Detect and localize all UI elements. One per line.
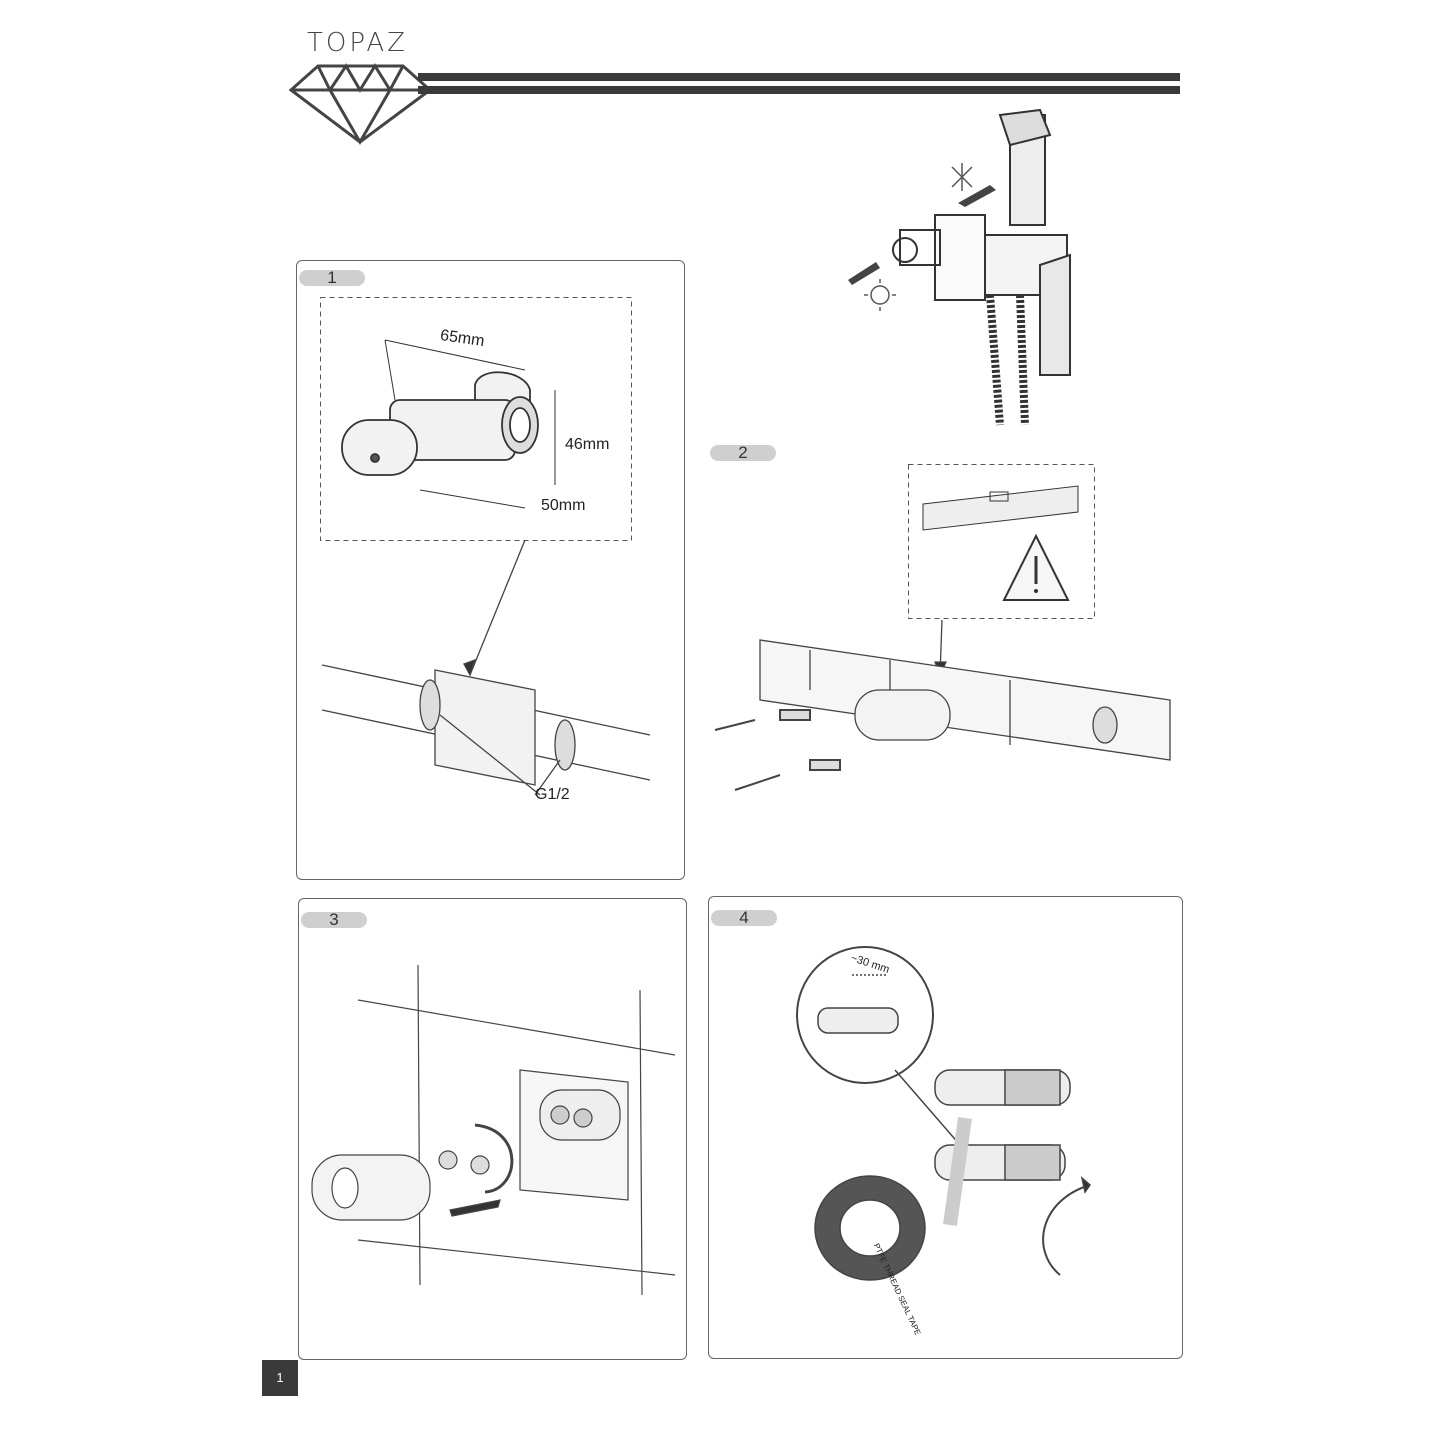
step-1-wall-pipes-drawing [321,539,651,796]
step-3-tag: 3 [301,911,367,928]
wall-plug-icon [779,709,841,771]
step-1-tag: 1 [299,269,365,286]
step-3-cover-drawing [311,964,676,1296]
turn-arrow-icon [1042,1184,1091,1276]
dimension-50mm: 50mm [541,497,586,514]
bidet-mixer-illustration [848,108,1071,426]
step-1-inset-frame [320,297,632,541]
screw-icon [714,719,781,791]
valve-body-drawing [341,339,556,509]
step-2-install-drawing [714,619,1171,791]
rotate-arrow-icon [474,1123,514,1194]
direction-arrow-icon [449,1199,501,1217]
cold-arrow-icon [958,185,996,207]
step-4-sealing-drawing [796,946,1092,1281]
page-number: 1 [262,1360,298,1396]
hot-water-icon [864,279,896,311]
thread-label: G1/2 [535,786,570,803]
cold-water-icon [951,163,973,191]
brand-name: TOPAZ [307,28,408,58]
hot-arrow-icon [848,262,880,285]
step-4-tag: 4 [711,909,777,926]
diamond-logo-icon [288,63,433,146]
dimension-46mm: 46mm [565,436,610,453]
header-rule [418,73,1180,94]
step-2-tag: 2 [710,444,776,461]
step-2-inset-frame [908,464,1095,619]
